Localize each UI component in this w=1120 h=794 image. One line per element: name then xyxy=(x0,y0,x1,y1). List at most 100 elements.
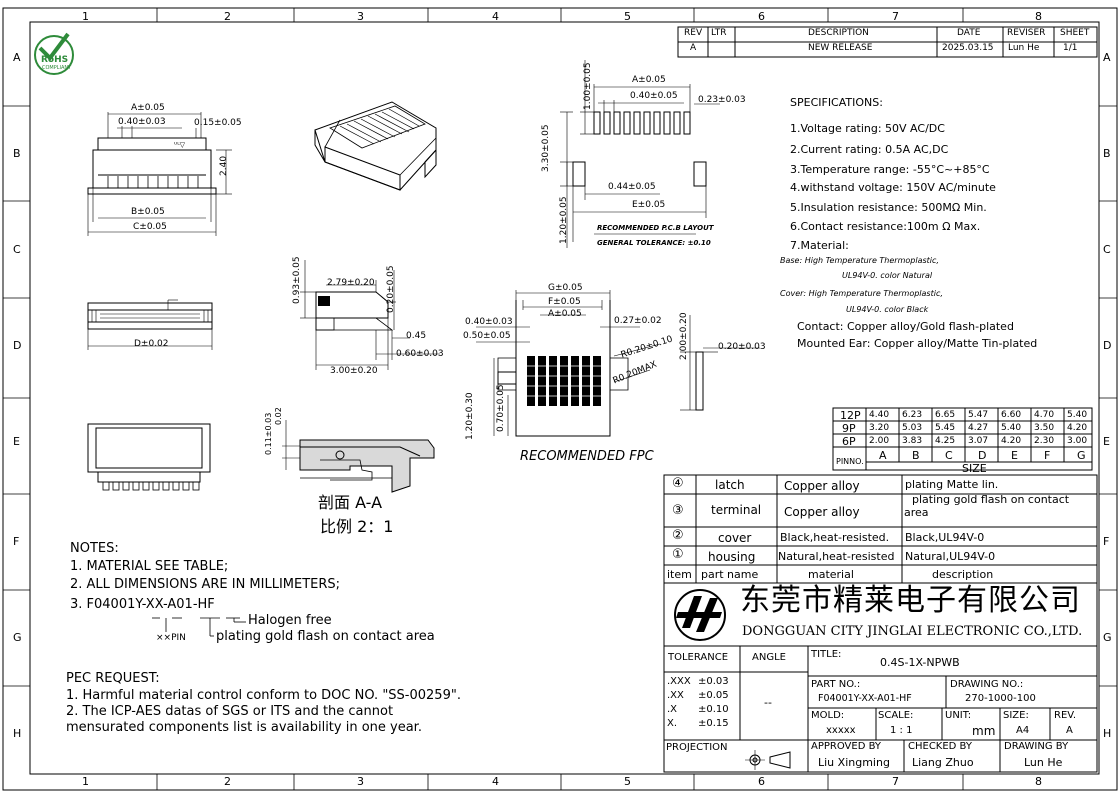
col-label-top-3: 3 xyxy=(357,10,364,23)
mat-part-housing: housing xyxy=(708,550,756,564)
tb-projection-label: PROJECTION xyxy=(666,742,728,753)
size-9-c: 5.45 xyxy=(935,423,956,433)
mat-material-housing: Natural,heat-resisted xyxy=(778,550,895,563)
fpc-dim-f: F±0.05 xyxy=(548,297,581,307)
rev-reviser: Lun He xyxy=(1008,43,1040,53)
size-6-c: 4.25 xyxy=(935,436,956,446)
v1-dim-a: A±0.05 xyxy=(131,103,165,113)
tb-rev: A xyxy=(1066,725,1073,736)
tb-checked-label: CHECKED BY xyxy=(908,741,972,752)
note-1: 1. MATERIAL SEE TABLE; xyxy=(70,559,229,574)
size-9-f: 3.50 xyxy=(1034,423,1055,433)
size-pinno: PINNO. xyxy=(836,457,864,466)
pcb-dim-pad: 0.23±0.03 xyxy=(698,95,746,105)
tb-angle-value: -- xyxy=(764,696,772,709)
mat-desc-housing: Natural,UL94V-0 xyxy=(905,550,996,563)
pec-title: PEC REQUEST: xyxy=(66,671,160,686)
spec-cover-1: Cover: High Temperature Thermoplastic, xyxy=(780,289,943,298)
tb-title-label: TITLE: xyxy=(811,649,842,660)
mat-material-cover: Black,heat-resisted. xyxy=(780,531,890,544)
v1-ul-mark: ᵁᴸ▽ xyxy=(174,141,186,149)
size-letter-a: A xyxy=(879,449,887,462)
size-letter-b: B xyxy=(912,449,920,462)
note-2: 2. ALL DIMENSIONS ARE IN MILLIMETERS; xyxy=(70,577,341,592)
row-label-left-F: F xyxy=(13,535,20,548)
company-name-en: DONGGUAN CITY JINGLAI ELECTRONIC CO.,LTD… xyxy=(742,624,1083,639)
tb-mold-label: MOLD: xyxy=(811,710,845,721)
col-label-bottom-5: 5 xyxy=(624,775,631,788)
col-label-bottom-3: 3 xyxy=(357,775,364,788)
section-caption: 剖面 A-A xyxy=(318,493,383,512)
mat-header-part: part name xyxy=(701,568,759,581)
spec-base-1: Base: High Temperature Thermoplastic, xyxy=(780,256,939,265)
tb-title: 0.4S-1X-NPWB xyxy=(880,656,960,669)
sec-dim-093: 0.93±0.05 xyxy=(292,256,302,304)
pcb-dim-e: E±0.05 xyxy=(632,200,666,210)
tb-tol-int: X. xyxy=(667,718,678,729)
tb-scale: 1 : 1 xyxy=(890,725,913,736)
mat-desc-latch: plating Matte lin. xyxy=(905,478,999,491)
rev-header-sheet: SHEET xyxy=(1060,28,1090,38)
tb-tol-xx: .XX xyxy=(667,690,684,701)
col-label-bottom-7: 7 xyxy=(892,775,899,788)
tb-angle-label: ANGLE xyxy=(752,652,786,663)
spec-line-6: 6.Contact resistance:100m Ω Max. xyxy=(790,220,981,233)
mat-header-description: description xyxy=(932,568,994,581)
note-xxpin: ××PIN xyxy=(156,633,186,643)
size-12-d: 5.47 xyxy=(968,410,989,420)
fpc-dim-040: 0.40±0.03 xyxy=(465,317,513,327)
col-label-top-2: 2 xyxy=(224,10,231,23)
fpc-dim-120: 1.20±0.30 xyxy=(465,392,475,440)
size-6-e: 4.20 xyxy=(1001,436,1022,446)
sec-dim-045: 0.45 xyxy=(406,331,427,341)
mat-header-item: item xyxy=(667,568,692,581)
row-label-left-G: G xyxy=(13,631,22,644)
mat-item-4: ④ xyxy=(672,476,684,491)
mat-item-1: ① xyxy=(672,547,684,562)
tb-tol-x-val: ±0.10 xyxy=(698,704,729,715)
mat-part-terminal: terminal xyxy=(711,503,762,517)
tb-drawing-by: Lun He xyxy=(1024,756,1063,769)
row-label-right-C: C xyxy=(1103,243,1111,256)
section-scale-caption: 比例 2：1 xyxy=(320,517,394,536)
tb-tol-xx-val: ±0.05 xyxy=(698,690,729,701)
rev-header-ltr: LTR xyxy=(711,28,727,38)
size-6-d: 3.07 xyxy=(968,436,989,446)
mat-desc-terminal: plating gold flash on contact area xyxy=(904,493,1070,519)
tb-mold: xxxxx xyxy=(826,725,856,736)
fpc-dim-027: 0.27±0.02 xyxy=(614,316,662,326)
size-9-e: 5.40 xyxy=(1001,423,1022,433)
row-label-right-E: E xyxy=(1103,435,1110,448)
fpc-dim-a: A±0.05 xyxy=(548,309,582,319)
tb-tol-x: .X xyxy=(667,704,678,715)
size-pin-9: 9P xyxy=(842,422,856,435)
spec-base-2: UL94V-0. color Natural xyxy=(842,271,933,280)
tb-checked: Liang Zhuo xyxy=(912,756,974,769)
tb-tolerance-label: TOLERANCE xyxy=(668,652,729,663)
col-label-bottom-1: 1 xyxy=(82,775,89,788)
spec-line-1: 1.Voltage rating: 50V AC/DC xyxy=(790,122,945,135)
size-12-g: 5.40 xyxy=(1067,410,1088,420)
spec-line-3: 3.Temperature range: -55°C~+85°C xyxy=(790,163,990,176)
tb-drawing-by-label: DRAWING BY xyxy=(1004,741,1069,752)
size-12-b: 6.23 xyxy=(902,410,923,420)
rohs-label: RoHS xyxy=(41,55,69,65)
size-6-b: 3.83 xyxy=(902,436,923,446)
tb-approved-label: APPROVED BY xyxy=(811,741,882,752)
pcb-dim-a: A±0.05 xyxy=(632,75,666,85)
col-label-bottom-4: 4 xyxy=(492,775,499,788)
col-label-bottom-8: 8 xyxy=(1035,775,1042,788)
rohs-sub: COMPLIANT xyxy=(42,65,72,71)
spec-contact: Contact: Copper alloy/Gold flash-plated xyxy=(797,320,1014,333)
row-label-left-H: H xyxy=(13,727,22,740)
col-label-bottom-2: 2 xyxy=(224,775,231,788)
fpc-dim-200: 2.00±0.20 xyxy=(679,312,689,360)
size-6-a: 2.00 xyxy=(869,436,890,446)
rev-sheet: 1/1 xyxy=(1063,43,1078,53)
mat-desc-cover: Black,UL94V-0 xyxy=(905,531,985,544)
fpc-dim-g: G±0.05 xyxy=(548,283,583,293)
tb-tol-int-val: ±0.15 xyxy=(698,718,729,729)
fpc-dim-050: 0.50±0.05 xyxy=(463,331,511,341)
col-label-top-5: 5 xyxy=(624,10,631,23)
size-letter-f: F xyxy=(1044,449,1051,462)
